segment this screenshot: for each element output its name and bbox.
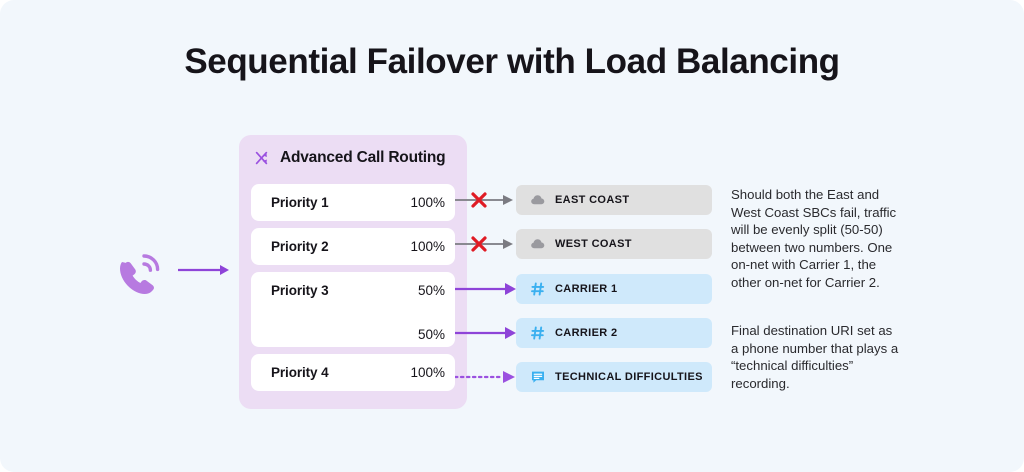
cloud-icon — [530, 236, 546, 252]
destination-label: CARRIER 1 — [555, 283, 618, 295]
priority-percent: 50% — [417, 326, 445, 342]
shuffle-icon — [255, 150, 272, 167]
red-x-icon — [471, 192, 487, 208]
red-x-icon — [471, 236, 487, 252]
priority-label: Priority 4 — [271, 364, 329, 380]
priority-label: Priority 3 — [271, 282, 329, 298]
priority-label: Priority 2 — [271, 238, 329, 254]
destination-label: WEST COAST — [555, 238, 632, 250]
advanced-call-routing-panel: Advanced Call Routing Priority 1 100% Pr… — [239, 135, 467, 409]
priority-percent: 100% — [410, 364, 445, 380]
destination-technical-difficulties[interactable]: TECHNICAL DIFFICULTIES — [516, 362, 712, 392]
hash-icon — [530, 325, 546, 341]
phone-ringing-icon — [112, 250, 168, 302]
note-failover-split: Should both the East and West Coast SBCs… — [731, 187, 897, 290]
destination-east-coast[interactable]: EAST COAST — [516, 185, 712, 215]
message-icon — [530, 369, 546, 385]
panel-header: Advanced Call Routing — [255, 149, 446, 167]
page-title: Sequential Failover with Load Balancing — [184, 42, 840, 81]
priority-card[interactable]: Priority 4 100% — [251, 354, 455, 391]
hash-icon — [530, 281, 546, 297]
connector-priority-2 — [455, 233, 517, 255]
connector-priority-1 — [455, 189, 517, 211]
note-final-destination: Final destination URI set as a phone num… — [731, 323, 899, 391]
destination-carrier-2[interactable]: CARRIER 2 — [516, 318, 712, 348]
connector-priority-3b — [455, 322, 517, 344]
priority-card[interactable]: Priority 1 100% — [251, 184, 455, 221]
cloud-icon — [530, 192, 546, 208]
destination-west-coast[interactable]: WEST COAST — [516, 229, 712, 259]
destination-label: CARRIER 2 — [555, 327, 618, 339]
destination-label: TECHNICAL DIFFICULTIES — [555, 371, 703, 383]
priority-card[interactable]: Priority 3 50% 50% — [251, 272, 455, 347]
priority-label: Priority 1 — [271, 194, 329, 210]
origin-arrow-icon — [178, 263, 230, 277]
panel-title: Advanced Call Routing — [280, 149, 446, 166]
connector-priority-4 — [453, 366, 517, 388]
priority-card[interactable]: Priority 2 100% — [251, 228, 455, 265]
destination-label: EAST COAST — [555, 194, 630, 206]
destination-carrier-1[interactable]: CARRIER 1 — [516, 274, 712, 304]
priority-percent: 100% — [410, 194, 445, 210]
priority-percent: 100% — [410, 238, 445, 254]
priority-percent: 50% — [417, 282, 445, 298]
connector-priority-3a — [455, 278, 517, 300]
